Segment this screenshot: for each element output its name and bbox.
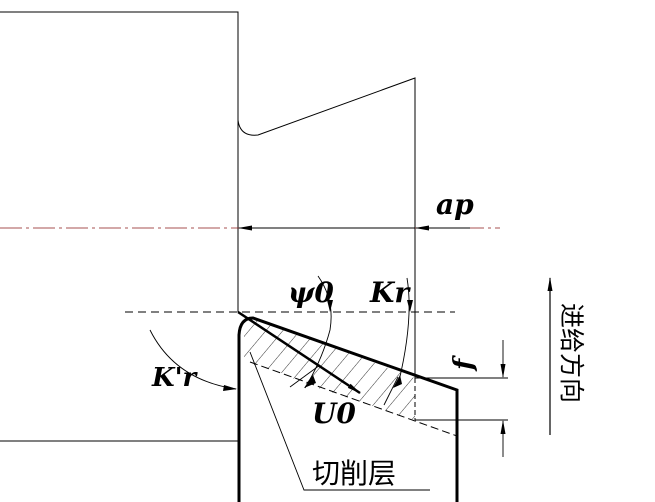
feed-direction-label: 进给方向 bbox=[557, 303, 586, 403]
u0-label: U0 bbox=[312, 397, 356, 430]
u0-arrow bbox=[237, 310, 361, 395]
feed-dimension bbox=[415, 340, 508, 457]
kappa-r-prime-label: K'r bbox=[151, 363, 199, 393]
psi-label: ψ0 bbox=[288, 276, 334, 309]
lower-boundary-dashed bbox=[249, 361, 458, 437]
angle-arcs bbox=[149, 275, 410, 406]
kappa-r-label: Kr bbox=[369, 276, 411, 309]
ap-label: ap bbox=[436, 188, 474, 221]
cutting-layer-label: 切削层 bbox=[312, 457, 396, 490]
f-label: f bbox=[449, 355, 479, 372]
cutting-layer-leader bbox=[249, 351, 430, 491]
cutting-tool bbox=[237, 316, 459, 502]
